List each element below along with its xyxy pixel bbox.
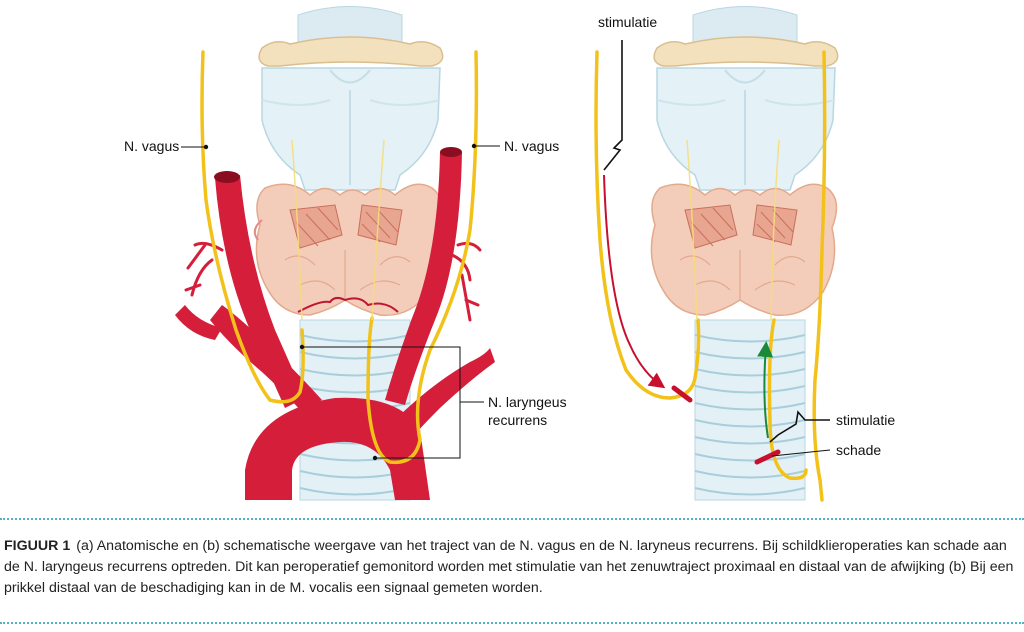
label-n-laryngeus: N. laryngeus xyxy=(488,394,567,410)
hyoid-bone-left xyxy=(258,36,444,67)
panel-a xyxy=(175,6,500,501)
label-stimulatie-top: stimulatie xyxy=(598,14,658,30)
panel-b xyxy=(594,6,839,502)
thyroid-gland-right xyxy=(650,183,838,317)
hyoid-bone-right xyxy=(653,36,839,67)
stimulation-bolt-right xyxy=(769,410,830,443)
stimulation-bolt-top xyxy=(603,40,623,171)
parathyroid-left-1 xyxy=(289,204,343,249)
thyroid-gland-left xyxy=(255,183,443,317)
label-schade: schade xyxy=(836,442,882,458)
label-stimulatie-right: stimulatie xyxy=(836,412,896,428)
nerves-left xyxy=(200,50,479,465)
figure-caption: FIGUUR 1(a) Anatomische en (b) schematis… xyxy=(4,536,1020,599)
leaders-a xyxy=(181,145,500,459)
signal-arrow xyxy=(757,341,774,439)
caption-area: FIGUUR 1(a) Anatomische en (b) schematis… xyxy=(0,518,1024,632)
carotid-artery-left xyxy=(215,175,305,408)
stimulus-arrow xyxy=(603,174,666,389)
label-n-vagus-right: N. vagus xyxy=(504,138,560,154)
carotid-artery-right xyxy=(385,152,462,405)
caption-prefix: FIGUUR 1 xyxy=(4,538,71,554)
schade-leader xyxy=(771,449,831,457)
lesion-mark-right xyxy=(754,449,781,465)
figure-canvas xyxy=(175,6,839,502)
subclavian-artery xyxy=(395,348,495,440)
caption-text: (a) Anatomische en (b) schematische weer… xyxy=(4,538,1014,596)
lesion-mark-left xyxy=(671,385,693,403)
thyroid-vessels-left xyxy=(297,296,399,313)
caption-bottom-rule xyxy=(0,622,1024,624)
label-recurrens: recurrens xyxy=(488,412,548,428)
label-n-vagus-left: N. vagus xyxy=(124,138,180,154)
trachea-right xyxy=(694,319,806,501)
anatomy-figure: N. vagus N. vagus N. laryngeus recurrens… xyxy=(124,6,896,502)
aortic-arch xyxy=(245,397,430,500)
